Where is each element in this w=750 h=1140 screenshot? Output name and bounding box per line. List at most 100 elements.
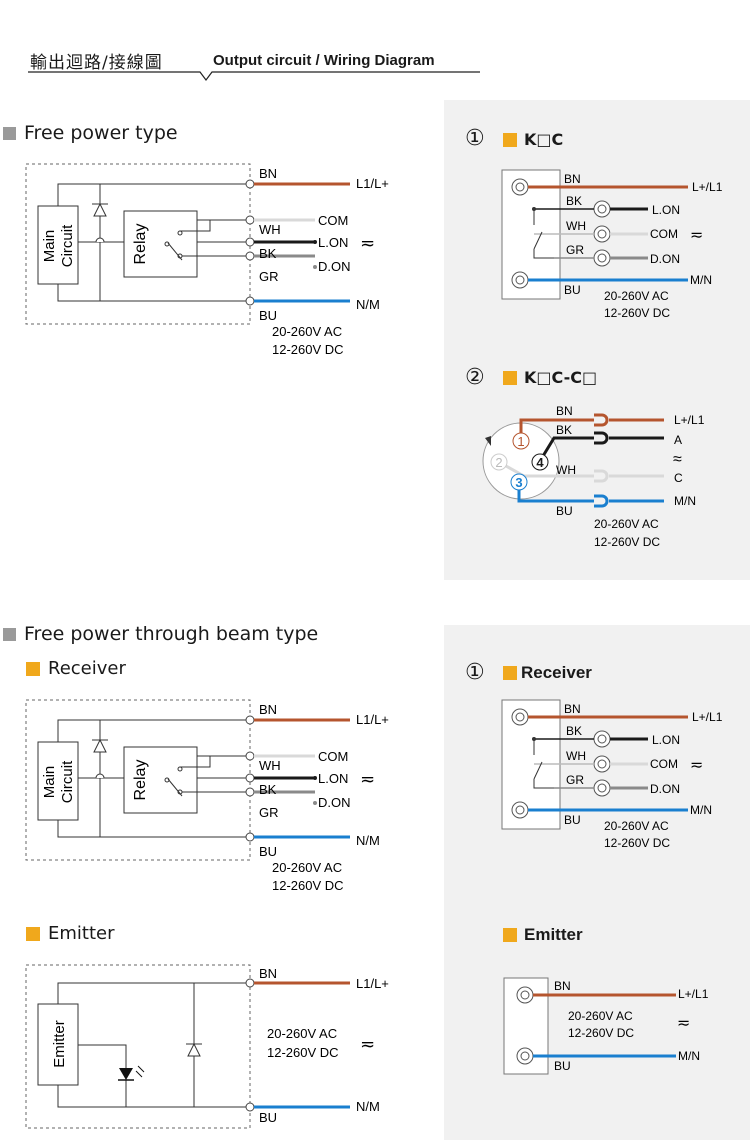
svg-text:L+/L1: L+/L1 (692, 710, 723, 724)
svg-text:WH: WH (556, 463, 576, 477)
svg-text:L.ON: L.ON (318, 771, 348, 786)
zener-diode (93, 202, 107, 217)
svg-text:≂: ≂ (690, 227, 703, 244)
model-2-number: ② (465, 365, 485, 390)
subsection-bullet (26, 927, 40, 941)
svg-text:BN: BN (564, 702, 581, 716)
svg-text:M/N: M/N (674, 494, 696, 508)
svg-text:GR: GR (566, 773, 584, 787)
svg-text:BK: BK (259, 782, 277, 797)
relay-box (123, 746, 198, 814)
header-title-cn: 輸出迴路/接線圖 (30, 53, 163, 73)
section-bullet (3, 628, 16, 641)
model-1-label: K□C (524, 130, 564, 149)
emitter-label-right: Emitter (524, 925, 583, 944)
svg-text:GR: GR (259, 269, 279, 284)
svg-text:≂: ≂ (360, 769, 375, 789)
section-title-free-power: Free power type (24, 122, 178, 144)
relay-label: Relay (132, 224, 149, 265)
led-icon (119, 1068, 133, 1080)
svg-text:L+/L1: L+/L1 (678, 987, 709, 1001)
svg-text:20-260V AC: 20-260V AC (604, 819, 669, 833)
svg-text:≂: ≂ (360, 1034, 375, 1054)
relay-label: Relay (132, 760, 149, 801)
svg-text:12-260V DC: 12-260V DC (604, 306, 670, 320)
main-circuit-box (37, 741, 79, 821)
svg-text:L+/L1: L+/L1 (674, 413, 705, 427)
svg-text:20-260V AC: 20-260V AC (267, 1026, 337, 1041)
svg-text:BN: BN (259, 702, 277, 717)
svg-text:20-260V AC: 20-260V AC (568, 1009, 633, 1023)
svg-text:BU: BU (259, 1110, 277, 1125)
svg-text:N/M: N/M (356, 1099, 380, 1114)
svg-text:WH: WH (566, 219, 586, 233)
subsection-receiver: Receiver (48, 658, 126, 679)
right-panel-top (444, 100, 750, 580)
svg-text:L1/L+: L1/L+ (356, 712, 389, 727)
svg-text:≂: ≂ (690, 757, 703, 774)
emitter-box (37, 1003, 79, 1086)
svg-text:BN: BN (259, 166, 277, 181)
svg-text:L.ON: L.ON (652, 733, 680, 747)
circuit-label: Circuit (59, 224, 76, 267)
model-1-number: ① (465, 126, 485, 151)
svg-text:12-260V DC: 12-260V DC (272, 342, 344, 357)
svg-text:≂: ≂ (677, 1015, 690, 1032)
svg-text:≂: ≂ (360, 233, 375, 253)
svg-text:L1/L+: L1/L+ (356, 976, 389, 991)
right-panel-bottom (444, 625, 750, 1140)
svg-text:BK: BK (566, 724, 582, 738)
subsection-emitter: Emitter (48, 923, 115, 944)
svg-text:BU: BU (554, 1059, 571, 1073)
svg-text:BU: BU (564, 283, 581, 297)
diagram-kc-connector: 1 4 2 3 BN L+/L1 BK A ≈ WH C M/N BU 20-2… (482, 404, 705, 549)
svg-text:WH: WH (259, 758, 281, 773)
diagram-free-power: Main Circuit Relay BN L1/L+ WH COM L.ON … (25, 163, 389, 357)
svg-text:12-260V DC: 12-260V DC (594, 535, 660, 549)
svg-text:WH: WH (259, 222, 281, 237)
svg-text:D.ON: D.ON (650, 252, 680, 266)
zener-diode (93, 738, 107, 753)
svg-text:GR: GR (259, 805, 279, 820)
svg-text:BU: BU (556, 504, 573, 518)
svg-text:1: 1 (517, 434, 524, 449)
svg-text:M/N: M/N (678, 1049, 700, 1063)
model-bullet (503, 371, 517, 385)
diagram-receiver: Main Circuit Relay BN L1/L+ WH COM L.ON … (25, 699, 389, 893)
receiver-number: ① (465, 660, 485, 685)
svg-text:WH: WH (566, 749, 586, 763)
svg-text:20-260V AC: 20-260V AC (272, 860, 342, 875)
svg-text:M/N: M/N (690, 803, 712, 817)
svg-text:BN: BN (564, 172, 581, 186)
svg-text:12-260V DC: 12-260V DC (604, 836, 670, 850)
svg-text:3: 3 (515, 475, 522, 490)
svg-text:L.ON: L.ON (318, 235, 348, 250)
model-bullet (503, 133, 517, 147)
svg-text:2: 2 (495, 455, 502, 470)
section-title-through-beam: Free power through beam type (24, 623, 319, 645)
diagram-kc-terminal: BN L+/L1 BK L.ON WH COM ≂ GR D.ON M/N BU… (501, 169, 723, 320)
zener-diode (187, 1042, 201, 1057)
svg-text:L.ON: L.ON (652, 203, 680, 217)
svg-text:12-260V DC: 12-260V DC (272, 878, 344, 893)
svg-text:BN: BN (554, 979, 571, 993)
model-2-label: K□C-C□ (524, 368, 598, 387)
dashed-enclosure (25, 964, 251, 1129)
svg-text:BK: BK (259, 246, 277, 261)
emitter-block-label: Emitter (51, 1020, 68, 1068)
svg-text:BN: BN (259, 966, 277, 981)
svg-text:4: 4 (536, 455, 544, 470)
svg-text:COM: COM (650, 227, 678, 241)
relay-box (123, 210, 198, 278)
svg-text:BN: BN (556, 404, 573, 418)
svg-text:20-260V AC: 20-260V AC (604, 289, 669, 303)
model-bullet (503, 928, 517, 942)
main-circuit-box (37, 205, 79, 285)
svg-text:L+/L1: L+/L1 (692, 180, 723, 194)
main-label: Main (41, 230, 58, 263)
diagram-emitter: Emitter BN L1/L+ 20-260V AC 12-260V DC ≂… (25, 964, 389, 1129)
circuit-label: Circuit (59, 760, 76, 803)
main-label: Main (41, 766, 58, 799)
svg-text:BK: BK (566, 194, 582, 208)
receiver-label: Receiver (521, 663, 592, 682)
